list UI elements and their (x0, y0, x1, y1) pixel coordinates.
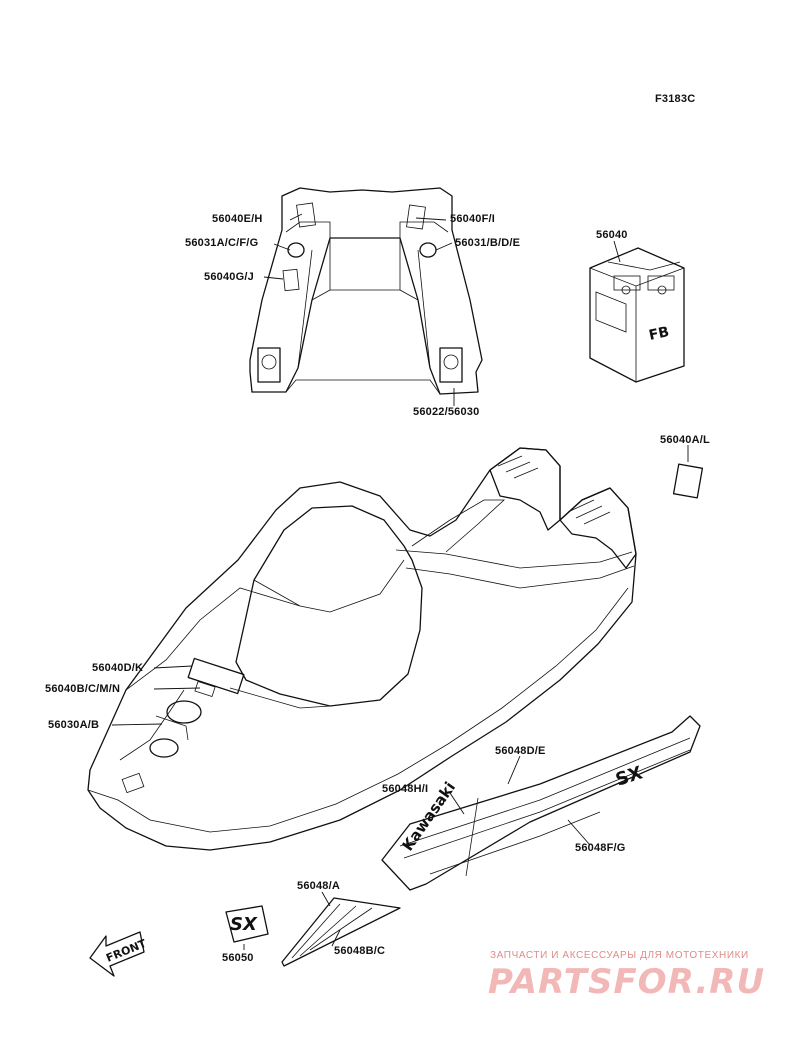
figure-code: F3183C (655, 93, 696, 105)
label-56040dk: 56040D/K (92, 662, 144, 674)
label-56050: 56050 (222, 952, 254, 964)
label-56040bcmn: 56040B/C/M/N (45, 683, 121, 695)
label-56048bc: 56048B/C (334, 945, 386, 957)
watermark-tagline: ЗАПЧАСТИ И АКСЕССУАРЫ ДЛЯ МОТОТЕХНИКИ (490, 950, 749, 961)
label-56040eh: 56040E/H (212, 213, 263, 225)
battery-part (589, 247, 685, 383)
label-56048fg: 56048F/G (575, 842, 626, 854)
label-56048hi: 56048H/I (382, 783, 429, 795)
small-stripe-decals (281, 897, 401, 967)
label-56022-56030: 56022/56030 (413, 406, 480, 418)
sx-badge-part (225, 905, 269, 943)
stripe-sx-mark: SX (613, 762, 645, 790)
label-56031acfg: 56031A/C/F/G (185, 237, 259, 249)
sx-badge-text: SX (230, 914, 258, 935)
label-56040al: 56040A/L (660, 434, 710, 446)
front-arrow-text: FRONT (104, 937, 148, 965)
engine-hood-part (249, 187, 483, 395)
label-56040gj: 56040G/J (204, 271, 254, 283)
jet-ski-hull (87, 447, 637, 851)
side-stripe-decal (381, 715, 701, 891)
battery-mark: FB (648, 324, 671, 344)
label-56048a: 56048/A (297, 880, 340, 892)
watermark-logo: PARTSFOR.RU (488, 962, 766, 1002)
square-decal-part (672, 463, 704, 499)
label-56030ab: 56030A/B (48, 719, 100, 731)
front-arrow (89, 931, 145, 977)
label-56040: 56040 (596, 229, 628, 241)
label-56031bde: 56031/B/D/E (455, 237, 521, 249)
label-56040fi: 56040F/I (450, 213, 496, 225)
label-56048de: 56048D/E (495, 745, 546, 757)
